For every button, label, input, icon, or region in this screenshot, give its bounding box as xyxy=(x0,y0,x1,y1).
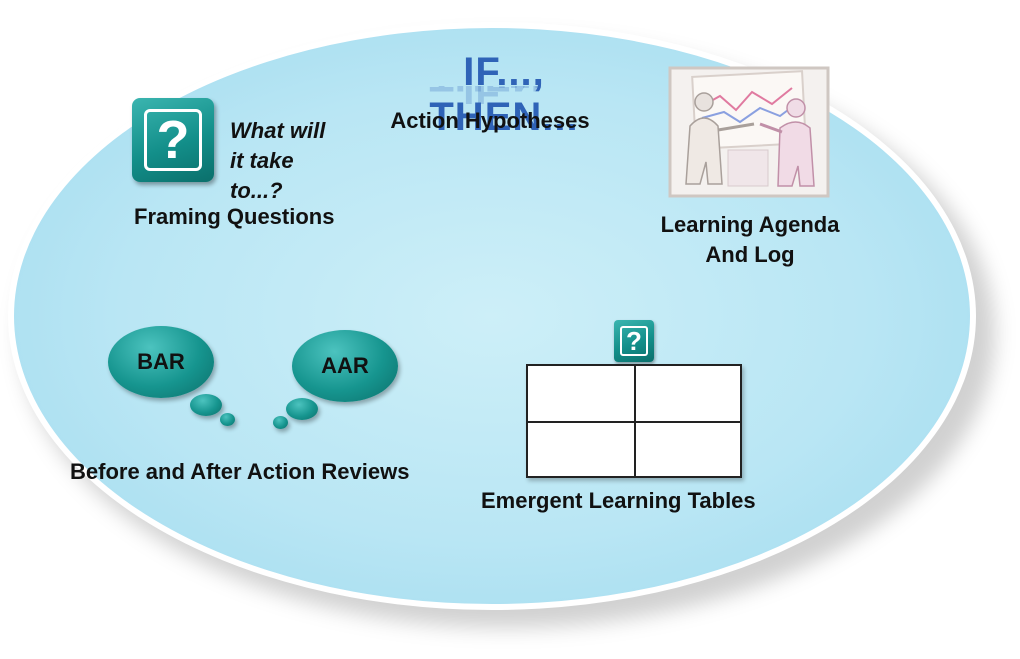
framing-prompt-line1: What will xyxy=(230,118,326,143)
aar-bubble: AAR xyxy=(292,330,398,402)
aar-bubble-tail-small xyxy=(273,416,288,429)
emergent-learning-tables-label: Emergent Learning Tables xyxy=(481,488,756,513)
if-then-heading: IF..., THEN... xyxy=(429,50,579,139)
framing-prompt-line2: it take xyxy=(230,148,294,173)
learning-agenda-label: Learning Agenda And Log xyxy=(640,210,860,270)
reviews-label: Before and After Action Reviews xyxy=(70,459,410,484)
if-then-reflection: IF..., THEN... xyxy=(386,86,622,104)
aar-bubble-tail-large xyxy=(286,398,318,420)
framing-prompt-line3: to...? xyxy=(230,178,283,203)
framing-prompt: What will it take to...? xyxy=(230,116,325,206)
small-question-mark-glyph: ? xyxy=(626,326,642,356)
question-mark-icon: ? xyxy=(132,98,214,182)
emergent-learning-table-graphic xyxy=(526,364,742,478)
learning-agenda-line2: And Log xyxy=(705,242,795,267)
learning-agenda-line1: Learning Agenda xyxy=(660,212,840,237)
aar-label: AAR xyxy=(321,353,369,378)
question-mark-glyph: ? xyxy=(156,110,190,170)
bar-bubble-tail-large xyxy=(190,394,222,416)
framing-questions-label: Framing Questions xyxy=(134,204,335,229)
learning-agenda-picture xyxy=(668,66,830,198)
bar-bubble-tail-small xyxy=(220,413,235,426)
bar-bubble: BAR xyxy=(108,326,214,398)
bar-label: BAR xyxy=(137,349,185,374)
action-hypotheses-label: Action Hypotheses xyxy=(390,108,590,133)
table-horizontal-divider xyxy=(528,421,740,423)
small-question-mark-icon: ? xyxy=(614,320,654,362)
